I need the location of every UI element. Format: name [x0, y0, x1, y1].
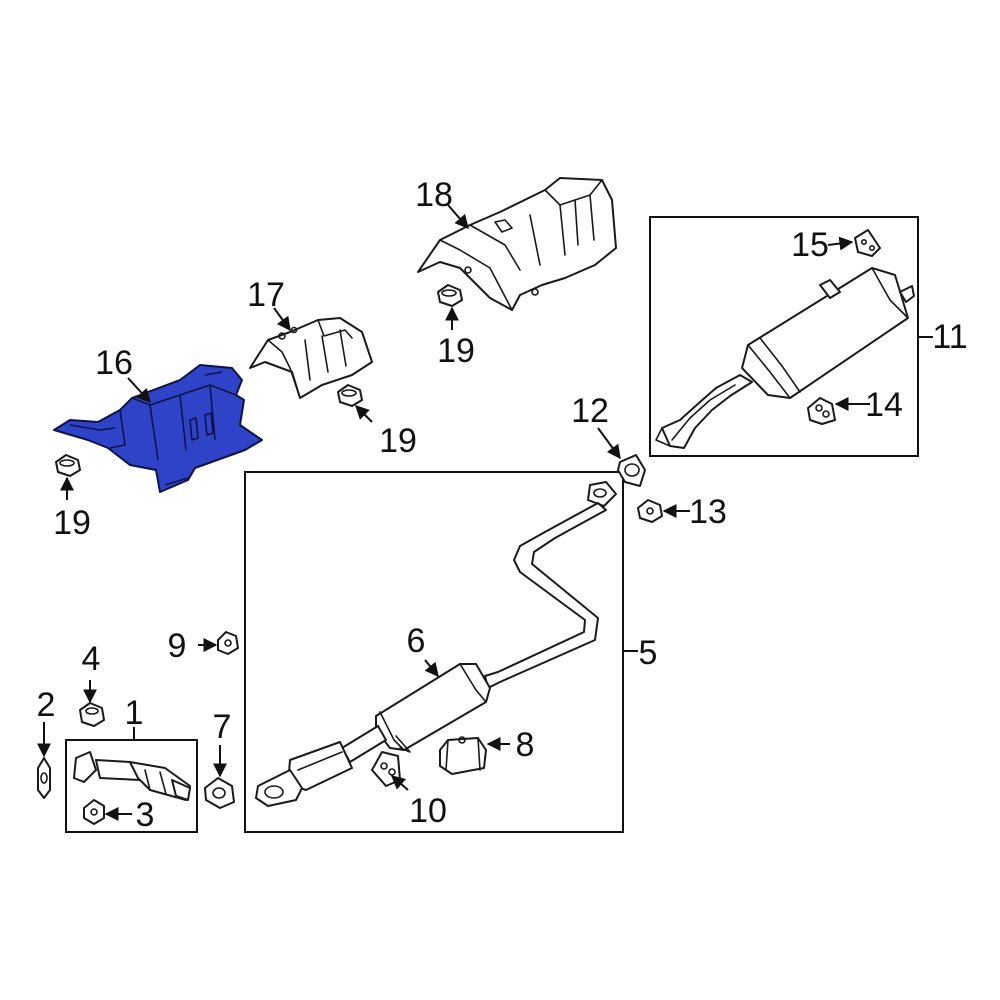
callout-14: 14 [865, 386, 903, 424]
hanger-10[interactable] [371, 751, 401, 787]
callout-4: 4 [82, 640, 101, 678]
callout-7: 7 [213, 708, 232, 746]
center-pipe-6[interactable] [255, 481, 617, 807]
callout-10: 10 [409, 792, 447, 830]
nut-19-left[interactable] [55, 454, 81, 477]
callout-15: 15 [791, 226, 829, 264]
nut-9[interactable] [217, 631, 239, 655]
nut-19-center[interactable] [337, 384, 363, 407]
callout-16: 16 [95, 344, 133, 382]
muffler-11[interactable] [655, 267, 915, 449]
nut-13[interactable] [637, 499, 663, 523]
gasket-7[interactable] [204, 777, 235, 809]
catalytic-converter-group-box [65, 739, 198, 833]
callout-2: 2 [37, 686, 56, 724]
gasket-2[interactable] [37, 757, 51, 799]
callout-3: 3 [136, 796, 155, 834]
callout-9: 9 [168, 627, 187, 665]
callout-8: 8 [516, 726, 535, 764]
callout-18: 18 [415, 176, 453, 214]
gasket-12[interactable] [617, 454, 646, 487]
callout-12: 12 [571, 392, 609, 430]
catalytic-converter-1[interactable] [73, 751, 191, 801]
bracket-15[interactable] [854, 229, 881, 257]
callout-17: 17 [247, 276, 285, 314]
nut-4[interactable] [79, 702, 105, 727]
callout-19-left: 19 [53, 504, 91, 542]
heat-shield-17[interactable] [249, 317, 373, 399]
heat-shield-18[interactable] [417, 177, 617, 311]
heat-shield-16[interactable] [53, 364, 263, 493]
callout-19-right: 19 [437, 332, 475, 370]
clamp-8[interactable] [439, 736, 487, 775]
callout-6: 6 [407, 622, 426, 660]
callout-19-center: 19 [379, 422, 417, 460]
nut-3[interactable] [83, 799, 105, 825]
callout-11: 11 [932, 318, 967, 356]
callout-5: 5 [639, 634, 658, 672]
callout-13: 13 [689, 493, 727, 531]
callout-labels: 1 2 3 4 5 6 7 8 9 10 11 12 13 14 15 16 1… [37, 176, 968, 834]
callout-1: 1 [125, 694, 144, 732]
leader-lines [37, 204, 933, 821]
hanger-14[interactable] [807, 397, 836, 425]
nut-19-right[interactable] [437, 284, 463, 307]
